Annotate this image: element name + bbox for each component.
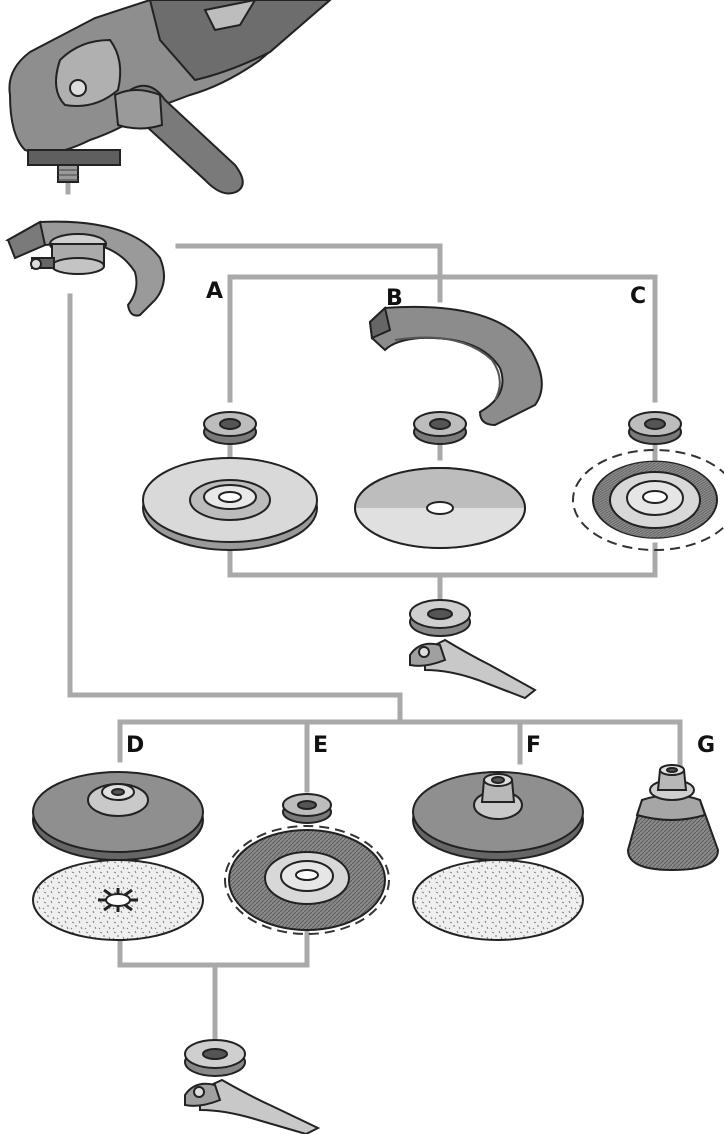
clamp-nut-e (282, 793, 332, 824)
cutting-disc (354, 467, 526, 549)
wire-wheel-brush-e (224, 825, 390, 935)
connector-defg-top (117, 719, 683, 768)
clamp-nut-c (628, 411, 682, 445)
flange-and-wrench-top (409, 599, 537, 700)
cutting-guard (368, 305, 543, 427)
label-c: C (630, 284, 646, 309)
grinding-disc (142, 457, 318, 551)
backing-pad-d (32, 771, 204, 861)
connector-abc-bottom (227, 542, 658, 578)
label-a: A (206, 279, 223, 304)
clamp-nut-b (413, 411, 467, 445)
protection-guard (4, 220, 165, 317)
angle-grinder (8, 0, 332, 195)
label-g: G (697, 733, 715, 758)
sanding-disc-d (32, 859, 204, 941)
label-d: D (126, 733, 144, 758)
flange-and-wrench-bottom (184, 1039, 321, 1134)
sanding-disc-f (412, 859, 584, 941)
label-e: E (313, 733, 328, 758)
cup-wire-brush (626, 764, 720, 872)
label-f: F (526, 733, 541, 758)
label-b: B (386, 286, 403, 311)
connector-guard-defg (67, 293, 403, 725)
wire-wheel-brush-c (572, 449, 724, 551)
backing-pad-f (412, 771, 584, 861)
clamp-nut-a (203, 411, 257, 445)
